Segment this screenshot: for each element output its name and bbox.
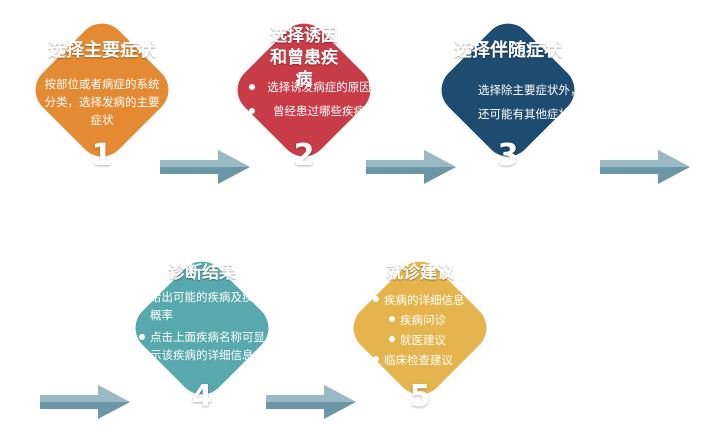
rounded-diamond-shape (441, 23, 575, 157)
arrow-right-icon (40, 385, 130, 419)
step-title: 选择诱因和曾患疾病 (270, 26, 338, 90)
step-bullet-list: 给出可能的疾病及疾病概率 点击上面疾病名称可显示该疾病的详细信息 (138, 288, 274, 364)
step-bullet-item: 临床检查建议 (372, 350, 482, 370)
step-bullet-item: 给出可能的疾病及疾病概率 (138, 288, 274, 324)
rounded-diamond-shape (35, 23, 169, 157)
step-number: 5 (409, 379, 431, 414)
step-bullet-item: 点击上面疾病名称可显示该疾病的详细信息 (138, 328, 274, 364)
step-bullet-item: 疾病的详细信息 (372, 290, 482, 310)
step-number: 1 (91, 138, 113, 173)
step-title: 就诊建议 (386, 263, 454, 283)
step-bullet-item: 曾经患过哪些疾病 (248, 102, 378, 120)
step-bullet-list: 选择诱发病症的原因 曾经患过哪些疾病 (248, 78, 378, 120)
step-number: 4 (191, 379, 213, 414)
step-bullet-item: 就医建议 (388, 330, 482, 350)
rounded-diamond-shape (135, 261, 269, 395)
step-4-card: 诊断结果 给出可能的疾病及疾病概率 点击上面疾病名称可显示该疾病的详细信息 4 (112, 238, 292, 418)
step-description: 选择除主要症状外，还可能有其他症状 (478, 83, 582, 121)
step-number: 2 (293, 138, 315, 173)
step-5-card: 就诊建议 疾病的详细信息 疾病问诊 就医建议 临床检查建议 5 (330, 238, 510, 418)
step-title: 选择伴随症状 (454, 40, 562, 61)
step-title: 选择主要症状 (48, 40, 156, 61)
step-description: 按部位或者病症的系统分类，选择发病的主要症状 (44, 77, 160, 127)
step-bullet-item: 疾病问诊 (388, 310, 482, 330)
step-title: 诊断结果 (168, 263, 236, 283)
arrow-right-icon (266, 385, 356, 419)
step-3-card: 选择伴随症状 选择除主要症状外，还可能有其他症状 3 (418, 0, 598, 180)
arrow-right-icon (366, 150, 456, 184)
arrow-right-icon (160, 150, 250, 184)
step-2-card: 选择诱因和曾患疾病 选择诱发病症的原因 曾经患过哪些疾病 2 (214, 0, 394, 180)
arrow-right-icon (600, 150, 690, 184)
rounded-diamond-shape (353, 261, 487, 395)
step-1-card: 选择主要症状 按部位或者病症的系统分类，选择发病的主要症状 1 (12, 0, 192, 180)
rounded-diamond-shape (237, 23, 371, 157)
step-number: 3 (497, 138, 519, 173)
step-bullet-list: 疾病的详细信息 疾病问诊 就医建议 临床检查建议 (372, 290, 482, 370)
step-bullet-item: 选择诱发病症的原因 (248, 78, 378, 96)
